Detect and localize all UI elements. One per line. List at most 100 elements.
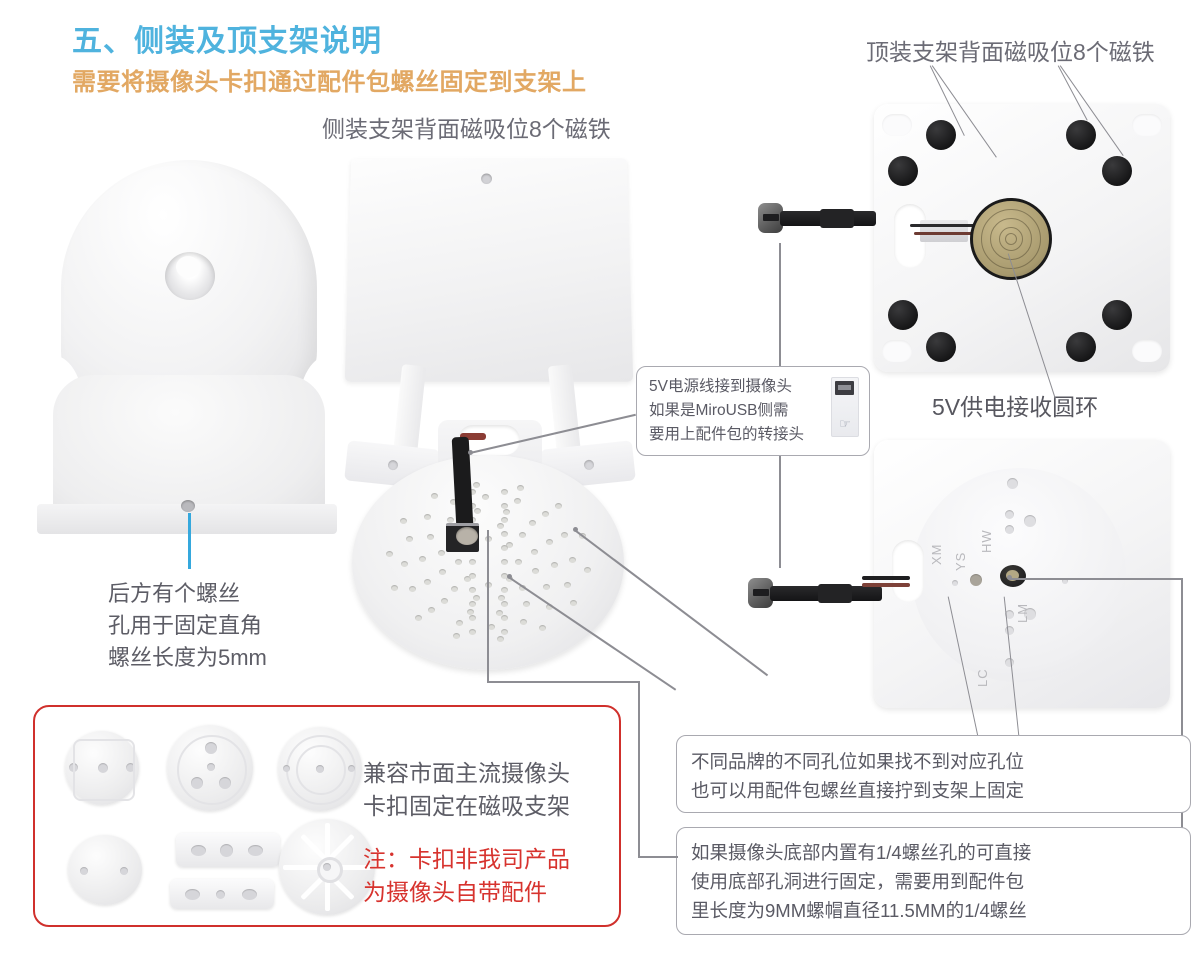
plate-wire-red: [914, 232, 974, 235]
base-hole: [386, 551, 393, 557]
photo-top-mount-back: [874, 104, 1170, 372]
bracket-screw-hole: [181, 500, 195, 512]
clip3-hole-center: [316, 765, 324, 773]
base-hole: [424, 514, 431, 520]
base-hole: [451, 586, 458, 592]
bracket-back-panel: [345, 158, 633, 381]
clip2-hole-top: [205, 742, 217, 754]
leader-dot-quarter: [1007, 575, 1012, 580]
clip2-hole-bl: [191, 777, 203, 789]
corner-notch-bl: [882, 340, 912, 362]
leader-usb-vertical: [779, 243, 781, 366]
base-hole: [561, 532, 568, 538]
base-hole: [569, 557, 576, 563]
hole-hw-top: [1007, 478, 1018, 489]
cable-band-bottom: [818, 584, 852, 603]
caption-top-mount-magnets: 顶装支架背面磁吸位8个磁铁: [866, 33, 1155, 67]
leader-base-center-v: [487, 530, 489, 682]
callout-usb-text: 5V电源线接到摄像头 如果是MiroUSB侧需 要用上配件包的转接头: [649, 375, 859, 447]
base-hole: [419, 556, 426, 562]
base-hole: [555, 503, 562, 509]
accessory-note: 兼容市面主流摄像头 卡扣固定在磁吸支架: [363, 757, 570, 823]
base-hole: [497, 523, 504, 529]
magnet-1: [926, 120, 956, 150]
base-hole: [469, 601, 476, 607]
accessory-warning: 注：卡扣非我司产品 为摄像头自带配件: [363, 843, 570, 909]
base-hole: [441, 598, 448, 604]
spoked-disc-center-hole: [323, 863, 331, 871]
base-hole: [428, 607, 435, 613]
base-hole: [584, 567, 591, 573]
base-hole: [488, 624, 495, 630]
callout-hole-positions: 不同品牌的不同孔位如果找不到对应孔位 也可以用配件包螺丝直接拧到支架上固定: [676, 735, 1191, 813]
hole-lm-upper: [1024, 515, 1036, 527]
page-subtitle: 需要将摄像头卡扣通过配件包螺丝固定到支架上: [72, 62, 587, 97]
ear-screw-left: [387, 460, 398, 471]
base-hole: [424, 579, 431, 585]
base-hole: [515, 559, 522, 565]
accessory-spoked-disc: [279, 819, 375, 915]
accessory-clip-2: [167, 725, 253, 811]
base-hole: [543, 584, 550, 590]
base-hole: [539, 625, 546, 631]
leader-dot-usb: [468, 450, 473, 455]
base-hole: [501, 587, 508, 593]
bar1-hole-center: [220, 844, 233, 857]
base-hole: [400, 518, 407, 524]
base-hole: [501, 601, 508, 607]
plate-label-hw: HW: [979, 529, 994, 553]
magnet-5: [888, 300, 918, 330]
leader-base-center-in: [638, 856, 678, 858]
bar2-hole-left: [185, 889, 200, 900]
base-hole: [542, 511, 549, 517]
ear-screw-right: [583, 459, 594, 470]
bracket-center-hole: [165, 252, 215, 300]
plate-label-xm: XM: [929, 544, 944, 566]
clip3-hole-right: [348, 765, 355, 772]
base-hole: [431, 493, 438, 499]
base-hole: [469, 629, 476, 635]
bar1-hole-left: [191, 845, 206, 856]
note-left-bracket: 后方有个螺丝 孔用于固定直角 螺丝长度为5mm: [108, 578, 267, 674]
bar1-hole-right: [248, 845, 263, 856]
magnet-2: [1066, 120, 1096, 150]
base-hole: [415, 615, 422, 621]
base-hole: [519, 532, 526, 538]
base-hole: [532, 568, 539, 574]
base-hole: [439, 569, 446, 575]
pointer-line-screw-hole: [188, 513, 191, 569]
base-hole: [391, 585, 398, 591]
callout-usb-power: 5V电源线接到摄像头 如果是MiroUSB侧需 要用上配件包的转接头 ☞: [636, 366, 870, 456]
plate-label-lm: LM: [1015, 603, 1030, 623]
clip4-hole-right: [120, 867, 128, 875]
base-center-hole: [456, 527, 478, 545]
base-hole: [570, 600, 577, 606]
leader-quarter-v: [1181, 578, 1183, 860]
base-hole: [474, 508, 481, 514]
photo-side-mount-bracket: [330, 155, 660, 675]
accessory-clip-1: [65, 731, 139, 805]
base-hole: [469, 615, 476, 621]
base-hole: [501, 489, 508, 495]
caption-coil-ring: 5V供电接收圆环: [932, 388, 1098, 422]
accessory-bar-2: [170, 879, 274, 909]
spoked-disc-hub: [317, 857, 343, 883]
hole-xm: [952, 580, 958, 586]
coil-ring-4: [1005, 233, 1017, 245]
base-hole: [517, 485, 524, 491]
caption-side-mount-magnets: 侧装支架背面磁吸位8个磁铁: [322, 110, 611, 144]
plate-front-slot: [892, 540, 924, 602]
base-hole: [409, 586, 416, 592]
hole-ys: [970, 574, 982, 586]
base-hole: [523, 601, 530, 607]
plate-wire-black: [910, 224, 976, 227]
base-hole: [503, 509, 510, 515]
clip2-hole-center: [207, 763, 215, 771]
base-hole: [497, 636, 504, 642]
magnet-4: [1102, 156, 1132, 186]
usb-adapter-icon: ☞: [831, 377, 859, 437]
clip4-hole-left: [80, 867, 88, 875]
base-hole: [531, 549, 538, 555]
base-hole: [514, 498, 521, 504]
